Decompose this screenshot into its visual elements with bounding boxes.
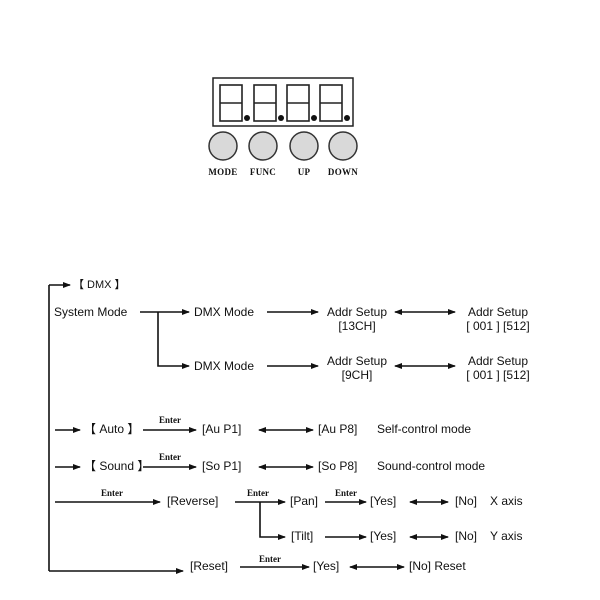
reverse-label: [Reverse] [167,494,219,508]
addr-setup-13ch-range-title: Addr Setup [467,305,529,319]
sound-mode-label: 【 Sound 】 [84,459,150,473]
led-digit-4 [319,84,350,122]
auto-program-end: [Au P8] [318,422,358,436]
mode-button-label: MODE [208,167,238,177]
sound-description: Sound-control mode [377,459,486,473]
sound-enter-label: Enter [159,452,181,462]
led-digit-3 [286,84,317,122]
auto-program-start: [Au P1] [202,422,242,436]
reset-label: [Reset] [190,559,229,573]
sound-program-end: [So P8] [318,459,358,473]
system-mode-label: System Mode [54,305,128,319]
mode-button[interactable] [208,131,238,161]
tilt-label: [Tilt] [291,529,314,543]
addr-setup-9ch-range: [ 001 ] [512] [466,368,530,382]
arrow-system-to-dmx-9ch [157,312,190,369]
reset-no-label: [No] Reset [409,559,466,573]
addr-setup-13ch-value: [13CH] [338,319,376,333]
pan-no-label: [No] [455,494,478,508]
down-button-label: DOWN [327,167,359,177]
auto-enter-label: Enter [159,415,181,425]
sound-program-start: [So P1] [202,459,242,473]
func-button-label: FUNC [249,167,277,177]
reverse-enter2-label: Enter [247,488,269,498]
pan-yes-label: [Yes] [370,494,397,508]
pan-axis-label: X axis [490,494,523,508]
pan-label: [Pan] [290,494,319,508]
reverse-enter-label: Enter [101,488,123,498]
down-button[interactable] [328,131,358,161]
up-button-label: UP [297,167,311,177]
reset-enter-label: Enter [259,554,281,564]
tilt-yes-label: [Yes] [370,529,397,543]
dmx-header: 【 DMX 】 [73,279,126,291]
led-display [212,77,354,127]
addr-setup-9ch-range-title: Addr Setup [467,354,529,368]
arrow-reverse-to-tilt [259,502,286,540]
dmx-mode-9ch-label: DMX Mode [194,359,255,373]
led-digit-2 [253,84,284,122]
addr-setup-9ch-title: Addr Setup [326,354,388,368]
addr-setup-13ch-range: [ 001 ] [512] [466,319,530,333]
auto-mode-label: 【 Auto 】 [84,422,140,436]
tilt-axis-label: Y axis [490,529,523,543]
addr-setup-9ch-value: [9CH] [341,368,373,382]
tilt-no-label: [No] [455,529,478,543]
reset-yes-label: [Yes] [313,559,340,573]
func-button[interactable] [248,131,278,161]
pan-enter-label: Enter [335,488,357,498]
flow-arrows [48,282,456,574]
up-button[interactable] [289,131,319,161]
auto-description: Self-control mode [377,422,472,436]
addr-setup-13ch-title: Addr Setup [326,305,388,319]
led-digit-1 [219,84,250,122]
dmx-mode-13ch-label: DMX Mode [194,305,255,319]
